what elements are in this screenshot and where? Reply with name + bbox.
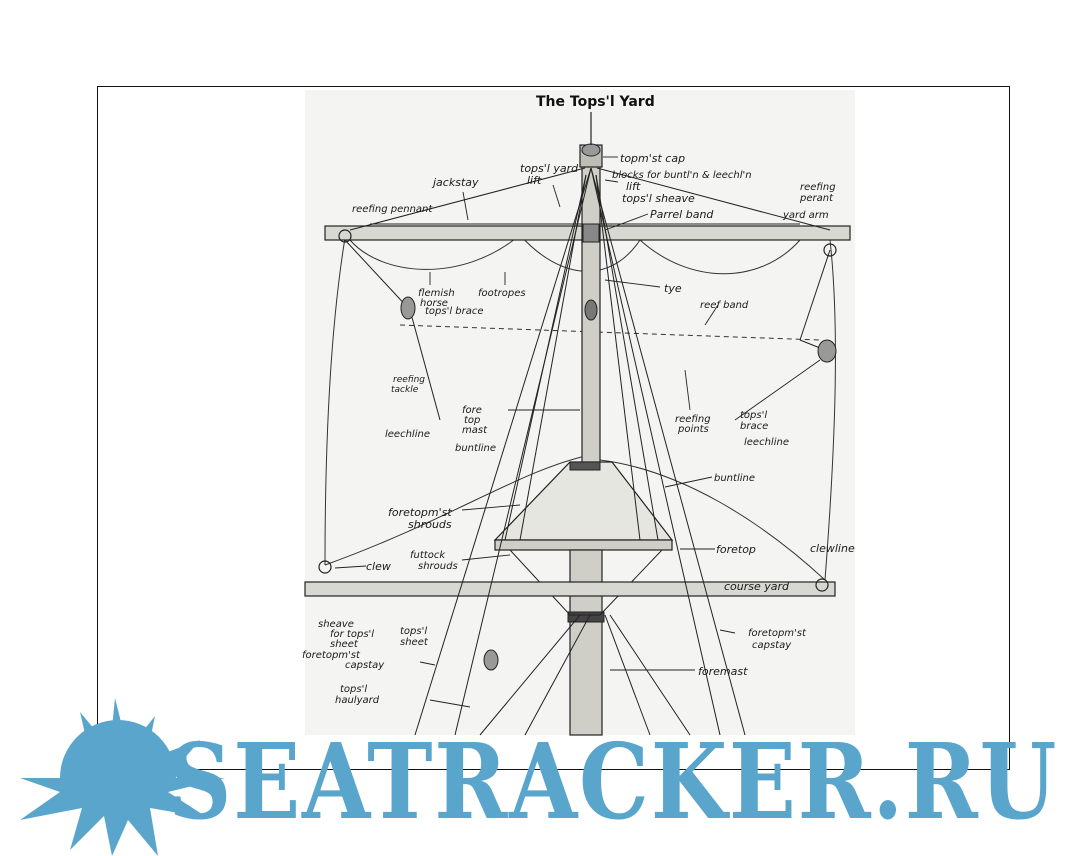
diagram-labels: topm'st cap blocks for buntl'n & leechl'… bbox=[302, 152, 855, 706]
label-flemish-horse-line2: horse bbox=[420, 298, 448, 309]
label-foremast: foremast bbox=[698, 665, 748, 678]
label-sheave-line1: sheave bbox=[318, 619, 354, 630]
label-reef-band: reef band bbox=[700, 300, 749, 311]
label-reefing-tackle-line1: reefing bbox=[393, 375, 425, 385]
label-foretopmst-capstay-left-line1: foretopm'st bbox=[302, 650, 361, 661]
label-buntline-right: buntline bbox=[714, 473, 755, 484]
label-course-yard: course yard bbox=[724, 580, 790, 593]
label-foretopmst-shrouds-line1: foretopm'st bbox=[388, 506, 452, 519]
label-fore-top-mast-line1: fore bbox=[462, 405, 482, 416]
diagram-frame bbox=[97, 86, 1010, 770]
label-reefing-points-line2: points bbox=[677, 424, 709, 435]
label-topsl-brace-left: tops'l brace bbox=[425, 306, 484, 317]
label-sheave-line3: sheet bbox=[330, 639, 359, 650]
label-lift: lift bbox=[626, 180, 641, 193]
fore-topmast bbox=[579, 112, 603, 476]
label-blocks-buntline-leechline: blocks for buntl'n & leechl'n bbox=[612, 170, 752, 181]
label-footropes: footropes bbox=[478, 288, 526, 299]
pointer-arrows bbox=[334, 156, 821, 708]
label-topsl-sheave: tops'l sheave bbox=[622, 192, 695, 205]
label-leechline-left: leechline bbox=[385, 429, 430, 440]
label-topsl-brace-right-line1: tops'l bbox=[740, 410, 767, 421]
blocks bbox=[400, 296, 837, 671]
label-topsl-sheet-line1: tops'l bbox=[400, 626, 427, 637]
label-reefing-tackle-line2: tackle bbox=[391, 385, 419, 395]
label-foretopmst-capstay-right-line2: capstay bbox=[752, 640, 792, 651]
label-topmst-cap: topm'st cap bbox=[620, 152, 685, 165]
label-jackstay: jackstay bbox=[431, 176, 479, 189]
label-foretopmst-capstay-right-line1: foretopm'st bbox=[748, 628, 807, 639]
label-topsl-sheet-line2: sheet bbox=[400, 637, 429, 648]
label-futtock-shrouds-line1: futtock bbox=[410, 550, 446, 561]
label-tye: tye bbox=[664, 282, 682, 295]
label-fore-top-mast-line3: mast bbox=[462, 425, 488, 436]
label-clewline: clewline bbox=[810, 542, 855, 555]
label-topsl-yard-lift-line2: lift bbox=[527, 174, 542, 187]
label-yard-arm: yard arm bbox=[782, 210, 829, 221]
sun-icon bbox=[20, 698, 225, 856]
label-reefing-perant-line1: reefing bbox=[800, 182, 836, 193]
rigging-lines bbox=[344, 167, 831, 736]
label-clew: clew bbox=[366, 560, 391, 573]
label-fore-top-mast-line2: top bbox=[464, 415, 480, 426]
label-buntline-left: buntline bbox=[455, 443, 496, 454]
label-futtock-shrouds-line2: shrouds bbox=[418, 561, 458, 572]
label-topsl-yard-lift-line1: tops'l yard bbox=[520, 162, 579, 175]
label-parrel-band: Parrel band bbox=[650, 208, 714, 221]
watermark-text: SEATRACKER.RU bbox=[168, 720, 1058, 843]
course-yard bbox=[304, 560, 836, 597]
label-sheave-line2: for tops'l bbox=[330, 629, 374, 640]
label-reefing-pennant: reefing pennant bbox=[352, 204, 433, 215]
label-foretop: foretop bbox=[716, 543, 756, 556]
label-flemish-horse-line1: flemish bbox=[418, 288, 455, 299]
label-topsl-haulyard-line1: tops'l bbox=[340, 684, 367, 695]
label-topsl-haulyard-line2: haulyard bbox=[335, 695, 380, 706]
label-topsl-brace-right-line2: brace bbox=[740, 421, 768, 432]
label-foretopmst-capstay-left-line2: capstay bbox=[345, 660, 385, 671]
label-foretopmst-shrouds-line2: shrouds bbox=[408, 518, 452, 531]
label-leechline-right: leechline bbox=[744, 437, 789, 448]
label-reefing-points-line1: reefing bbox=[675, 414, 711, 425]
diagram-title: The Tops'l Yard bbox=[536, 94, 655, 110]
label-reefing-perant-line2: perant bbox=[799, 193, 834, 204]
